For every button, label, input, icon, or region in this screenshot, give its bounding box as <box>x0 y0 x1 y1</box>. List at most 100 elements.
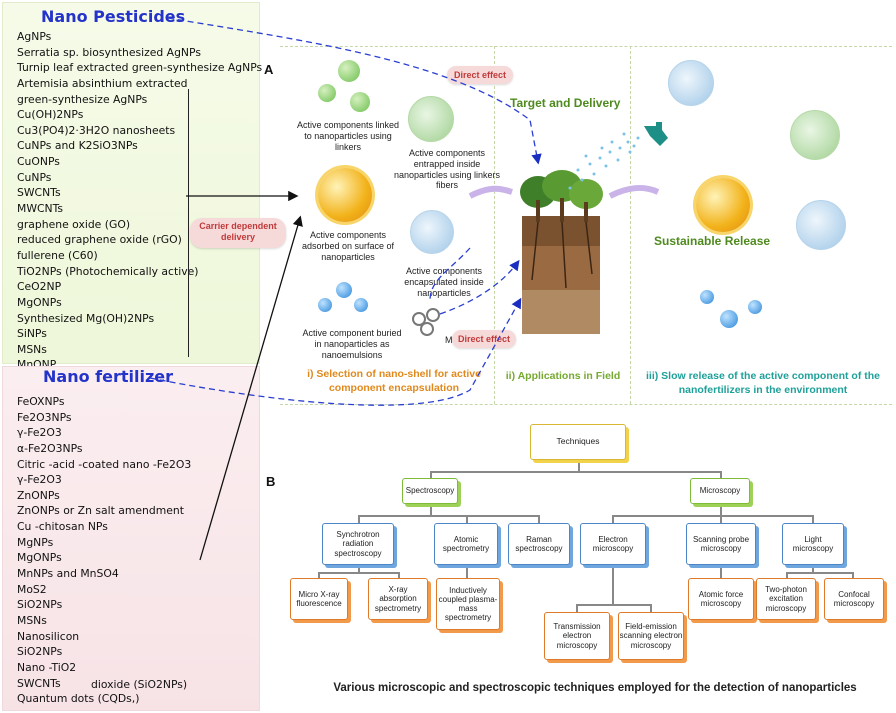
fertilizer-item: MgONPs <box>17 551 62 565</box>
fertilizer-item: MSNs <box>17 613 47 627</box>
fertilizer-item: α-Fe2O3NPs <box>17 441 83 455</box>
carrier-delivery-badge: Carrier dependent delivery <box>190 218 286 248</box>
panel-a-divider-1 <box>494 46 495 404</box>
fertilizer-item: SiO2NPs <box>17 598 63 612</box>
tree-line <box>318 572 398 574</box>
metallic-np-icon-3 <box>420 322 434 336</box>
node-icp-ms: Inductively coupled plasma-mass spectrom… <box>436 578 500 630</box>
tree-line <box>720 565 722 578</box>
metallic-np-icon <box>412 312 426 326</box>
pesticide-item: TiO2NPs (Photochemically active) <box>17 264 199 278</box>
linked-np-icon-3 <box>350 92 370 112</box>
fertilizer-item: MgNPs <box>17 535 54 549</box>
pesticide-item: MWCNTs <box>17 202 64 216</box>
pesticide-item: SiNPs <box>17 327 47 341</box>
node-microscopy: Microscopy <box>690 478 750 504</box>
panel-a-letter: A <box>264 62 274 77</box>
node-scanning-probe: Scanning probe microscopy <box>686 523 756 565</box>
tree-line <box>358 565 360 573</box>
fertilizer-item: Nanosilicon <box>17 629 80 643</box>
fertilizer-item: Fe2O3NPs <box>17 410 72 424</box>
nano-fertilizer-title: Nano fertilizer <box>43 367 173 386</box>
tree-line <box>612 515 614 523</box>
pesticide-item: CuNPs and K2SiO3NPs <box>17 139 138 153</box>
node-synchrotron: Synchrotron radiation spectroscopy <box>322 523 394 565</box>
tree-line <box>812 515 814 523</box>
adsorbed-np-icon <box>318 168 372 222</box>
tree-line <box>720 471 722 483</box>
tree-line <box>612 515 812 517</box>
pesticide-item: CeO2NP <box>17 280 62 294</box>
release-np-icon-2 <box>790 110 840 160</box>
tree-line <box>576 604 578 612</box>
pesticide-item: graphene oxide (GO) <box>17 217 131 231</box>
pesticide-item: MSNs <box>17 342 47 356</box>
tree-line <box>318 572 320 578</box>
label-buried: Active component buried in nanoparticles… <box>302 328 402 360</box>
tree-line <box>398 572 400 578</box>
tree-line <box>466 515 468 523</box>
pesticide-item: green-synthesize AgNPs <box>17 92 148 106</box>
node-tem: Transmission electron microscopy <box>544 612 610 660</box>
pesticide-item: fullerene (C60) <box>17 248 98 262</box>
node-xray-absorption: X-ray absorption spectrometry <box>368 578 428 620</box>
encapsulated-np-icon <box>410 210 454 254</box>
tree-line <box>576 604 650 606</box>
pesticide-item: MgONPs <box>17 295 62 309</box>
label-entrapped: Active components entrapped inside nanop… <box>393 148 501 191</box>
release-np-icon-6 <box>720 310 738 328</box>
tree-line <box>578 460 580 472</box>
fertilizer-item: SWCNTs <box>17 676 61 690</box>
release-np-icon-7 <box>748 300 762 314</box>
pesticide-item: Cu3(PO4)2·3H2O nanosheets <box>17 123 176 137</box>
fertilizer-item: MnNPs and MnSO4 <box>17 567 119 581</box>
pesticides-bracket <box>186 89 189 357</box>
label-adsorbed: Active components adsorbed on surface of… <box>301 230 395 262</box>
panel-a-top-border <box>280 46 892 47</box>
fertilizer-item: Cu -chitosan NPs <box>17 520 108 534</box>
tree-line <box>612 565 614 605</box>
panel-a-divider-2 <box>630 46 631 404</box>
label-linkers: Active components linked to nanoparticle… <box>296 120 400 152</box>
panel-b-letter: B <box>266 474 276 489</box>
release-np-icon-1 <box>668 60 714 106</box>
tree-line <box>358 515 538 517</box>
node-atomic-spectrometry: Atomic spectrometry <box>434 523 498 565</box>
spray-bottle-icon <box>644 122 668 146</box>
spray-droplets <box>568 132 640 190</box>
sustainable-release-label: Sustainable Release <box>654 234 771 248</box>
tree-line <box>430 504 432 516</box>
soil-tree-illustration <box>520 170 603 334</box>
fertilizer-item: ZnONPs <box>17 488 60 502</box>
fertilizer-item: ZnONPs or Zn salt amendment <box>17 504 184 518</box>
linked-np-icon-2 <box>318 84 336 102</box>
tree-line <box>650 604 652 612</box>
tree-line <box>430 471 720 473</box>
caption-slow-release: iii) Slow release of the active componen… <box>646 370 880 396</box>
node-micro-xray: Micro X-ray fluorescence <box>290 578 348 620</box>
pesticide-item: Cu(OH)2NPs <box>17 108 84 122</box>
pesticide-item: reduced graphene oxide (rGO) <box>17 233 182 247</box>
tree-line <box>720 515 722 523</box>
fertilizer-item: Nano -TiO2 <box>17 660 77 674</box>
caption-selection: i) Selection of nano-shell for active co… <box>307 368 481 394</box>
pesticide-item: CuONPs <box>17 155 60 169</box>
tree-line <box>466 565 468 578</box>
caption-applications: ii) Applications in Field <box>505 370 621 382</box>
pesticide-item: Turnip leaf extracted green-synthesize A… <box>17 61 263 75</box>
pesticide-item: AgNPs <box>17 30 52 43</box>
nanoemulsion-icon-2 <box>318 298 332 312</box>
pesticide-item: Synthesized Mg(OH)2NPs <box>17 311 155 325</box>
pesticide-item: Serratia sp. biosynthesized AgNPs <box>17 45 201 59</box>
tree-line <box>852 572 854 578</box>
tree-line <box>358 515 360 523</box>
fertilizer-item: Citric -acid -coated nano -Fe2O3 <box>17 457 192 471</box>
tree-line <box>812 565 814 573</box>
node-raman: Raman spectroscopy <box>508 523 570 565</box>
fertilizer-item: γ-Fe2O3 <box>17 426 62 440</box>
